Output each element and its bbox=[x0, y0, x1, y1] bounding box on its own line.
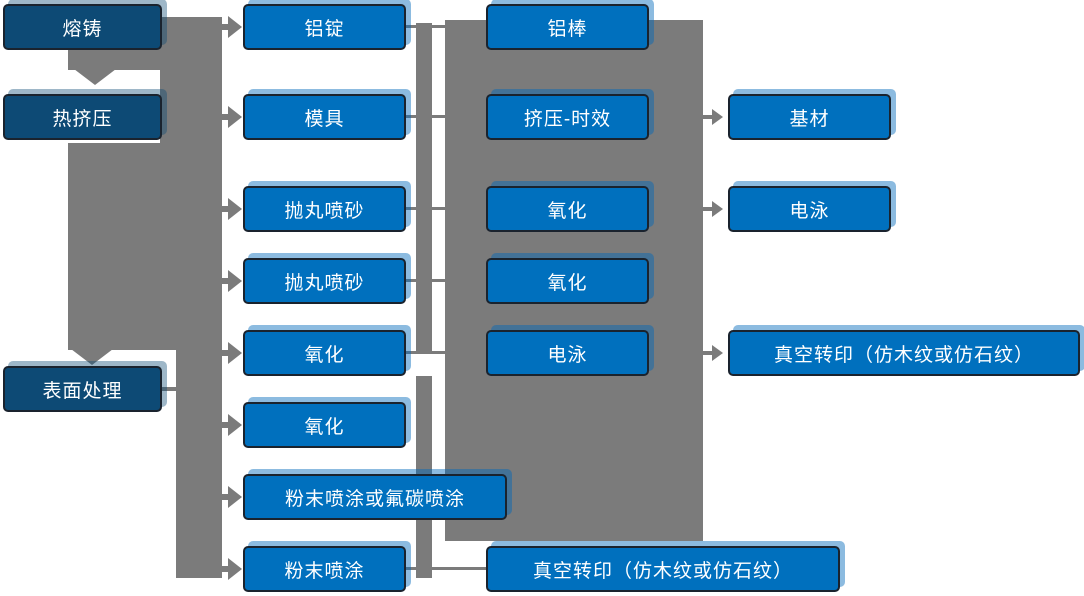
connector-link bbox=[405, 567, 488, 570]
connector-link bbox=[405, 115, 447, 118]
node-shot-sand-blasting-2: 抛丸喷砂 bbox=[243, 258, 406, 304]
arrow-right-icon bbox=[228, 414, 242, 436]
arrow-right-icon bbox=[228, 558, 242, 580]
connector-link bbox=[405, 351, 447, 354]
connector-stub bbox=[221, 206, 229, 212]
node-oxidation-1: 氧化 bbox=[243, 330, 406, 376]
connector-stub bbox=[221, 494, 229, 500]
node-hot-extrusion: 热挤压 bbox=[3, 94, 162, 140]
node-electrophoresis-1: 电泳 bbox=[486, 330, 649, 376]
arrow-right-icon bbox=[712, 109, 723, 125]
connector-surface-treatment-stub bbox=[162, 387, 178, 391]
connector-link bbox=[405, 207, 447, 210]
node-substrate: 基材 bbox=[728, 94, 891, 140]
connector-left-trunk-lower bbox=[176, 350, 222, 578]
connector-band-below-casting bbox=[68, 46, 160, 70]
arrow-right-icon bbox=[228, 342, 242, 364]
connector-stub bbox=[703, 115, 714, 119]
arrow-right-icon bbox=[228, 16, 242, 38]
node-vacuum-transfer-print-1: 真空转印（仿木纹或仿石纹） bbox=[486, 546, 840, 592]
node-extrusion-aging: 挤压-时效 bbox=[486, 94, 649, 140]
node-oxidation-3: 氧化 bbox=[486, 186, 649, 232]
arrow-right-icon bbox=[228, 486, 242, 508]
arrow-down-icon bbox=[74, 69, 116, 85]
arrow-right-icon bbox=[712, 345, 723, 361]
connector-left-trunk-upper bbox=[160, 17, 222, 350]
node-vacuum-transfer-print-2: 真空转印（仿木纹或仿石纹） bbox=[728, 330, 1080, 376]
connector-stub bbox=[221, 566, 229, 572]
arrow-right-icon bbox=[228, 270, 242, 292]
arrow-right-icon bbox=[228, 106, 242, 128]
node-oxidation-2: 氧化 bbox=[243, 402, 406, 448]
connector-stub bbox=[221, 24, 229, 30]
connector-band-to-surface bbox=[68, 143, 160, 350]
connector-stub bbox=[221, 278, 229, 284]
node-aluminum-rod: 铝棒 bbox=[486, 4, 649, 50]
arrow-right-icon bbox=[712, 201, 723, 217]
connector-stub bbox=[221, 350, 229, 356]
node-electrophoresis-2: 电泳 bbox=[728, 186, 891, 232]
arrow-right-icon bbox=[228, 198, 242, 220]
connector-stub bbox=[703, 207, 714, 211]
node-oxidation-4: 氧化 bbox=[486, 258, 649, 304]
node-surface-treatment: 表面处理 bbox=[3, 366, 162, 412]
connector-link bbox=[405, 25, 447, 28]
node-shot-sand-blasting-1: 抛丸喷砂 bbox=[243, 186, 406, 232]
connector-stub bbox=[221, 114, 229, 120]
node-melt-casting: 熔铸 bbox=[3, 4, 162, 50]
node-mold: 模具 bbox=[243, 94, 406, 140]
connector-link bbox=[405, 279, 447, 282]
connector-mid-bar-upper bbox=[416, 23, 432, 353]
node-powder-or-fluorocarbon-coating: 粉末喷涂或氟碳喷涂 bbox=[243, 474, 507, 520]
node-powder-coating: 粉末喷涂 bbox=[243, 546, 406, 592]
connector-stub bbox=[703, 351, 714, 355]
arrow-down-icon bbox=[71, 349, 113, 365]
node-aluminum-ingot: 铝锭 bbox=[243, 4, 406, 50]
connector-stub bbox=[221, 422, 229, 428]
